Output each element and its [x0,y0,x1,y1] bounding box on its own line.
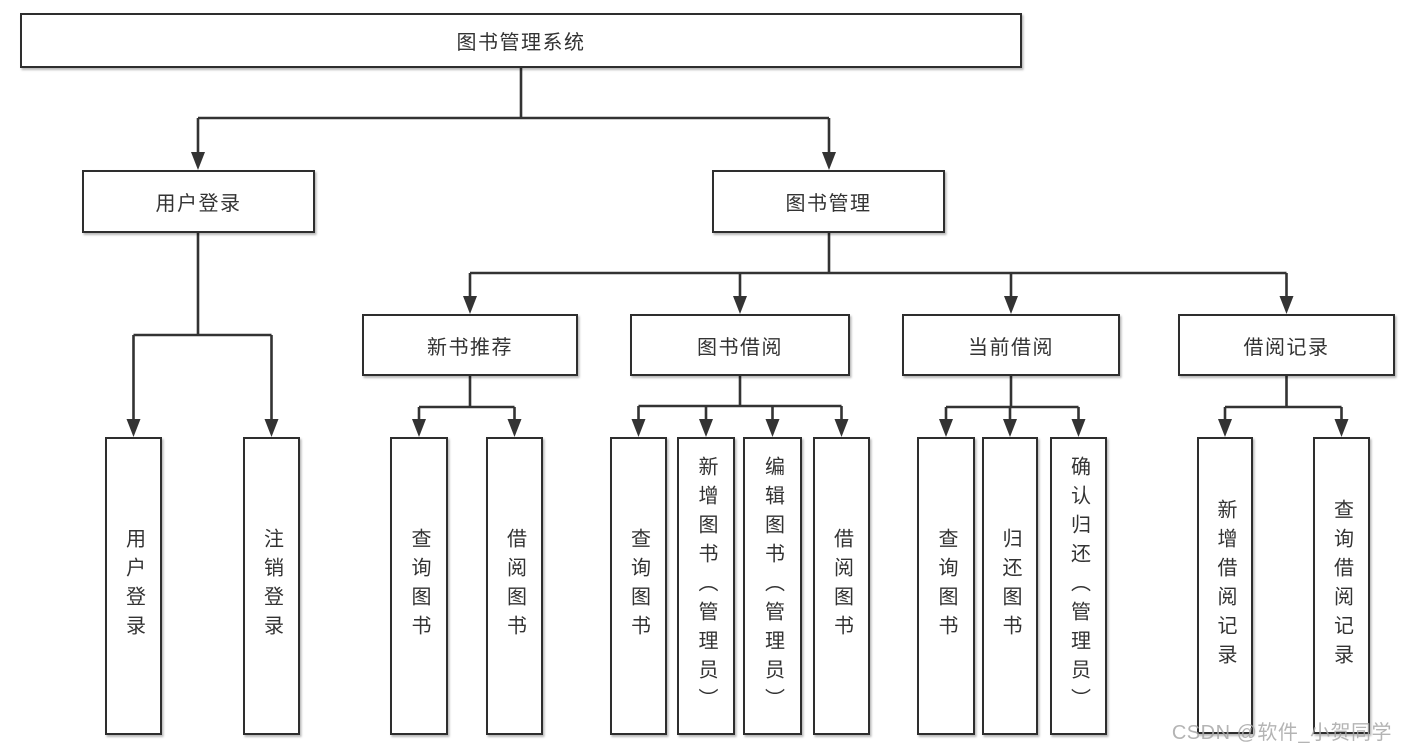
leaf-user-login: 用户登录 [105,437,162,735]
node-current-borrow: 当前借阅 [902,314,1120,376]
leaf-edit-book-admin: 编辑图书（管理员） [743,437,802,735]
arrowhead-icon [1279,296,1294,314]
arrowhead-icon [507,419,522,437]
leaf-query-book-recommend: 查询图书 [390,437,448,735]
arrowhead-icon [733,296,747,314]
arrowhead-icon [1004,296,1018,314]
leaf-add-borrow-record: 新增借阅记录 [1197,437,1253,734]
arrowhead-icon [191,152,205,170]
arrowhead-icon [822,152,836,170]
node-system-root: 图书管理系统 [20,13,1022,68]
node-borrow-records: 借阅记录 [1178,314,1395,376]
leaf-add-book-admin: 新增图书（管理员） [677,437,735,735]
arrowhead-icon [1003,419,1017,437]
arrowhead-icon [1334,419,1349,437]
leaf-confirm-return-admin: 确认归还（管理员） [1050,437,1107,735]
node-book-management: 图书管理 [712,170,945,233]
leaf-return-book: 归还图书 [982,437,1038,735]
node-book-borrow: 图书借阅 [630,314,850,376]
arrowhead-icon [631,419,646,437]
tree-edges [132,68,1343,421]
arrowhead-icon [1071,419,1086,437]
leaf-query-borrow-record: 查询借阅记录 [1313,437,1370,734]
arrowhead-icons [126,152,1349,437]
arrowhead-icon [699,419,713,437]
leaf-borrow-book: 借阅图书 [813,437,870,735]
node-user-login: 用户登录 [82,170,315,233]
arrowhead-icon [765,419,780,437]
arrowhead-icon [264,419,279,437]
csdn-watermark: CSDN @软件_小贺同学 [1171,722,1392,744]
arrowhead-icon [412,419,426,437]
leaf-query-book-current: 查询图书 [917,437,975,735]
leaf-logout: 注销登录 [243,437,300,735]
arrowhead-icon [1218,419,1232,437]
leaf-query-book-borrow: 查询图书 [610,437,667,735]
node-new-book-recommend: 新书推荐 [362,314,578,376]
leaf-borrow-book-recommend: 借阅图书 [486,437,543,735]
arrowhead-icon [463,296,477,314]
arrowhead-icon [834,419,849,437]
arrowhead-icon [939,419,953,437]
arrowhead-icon [126,419,141,437]
